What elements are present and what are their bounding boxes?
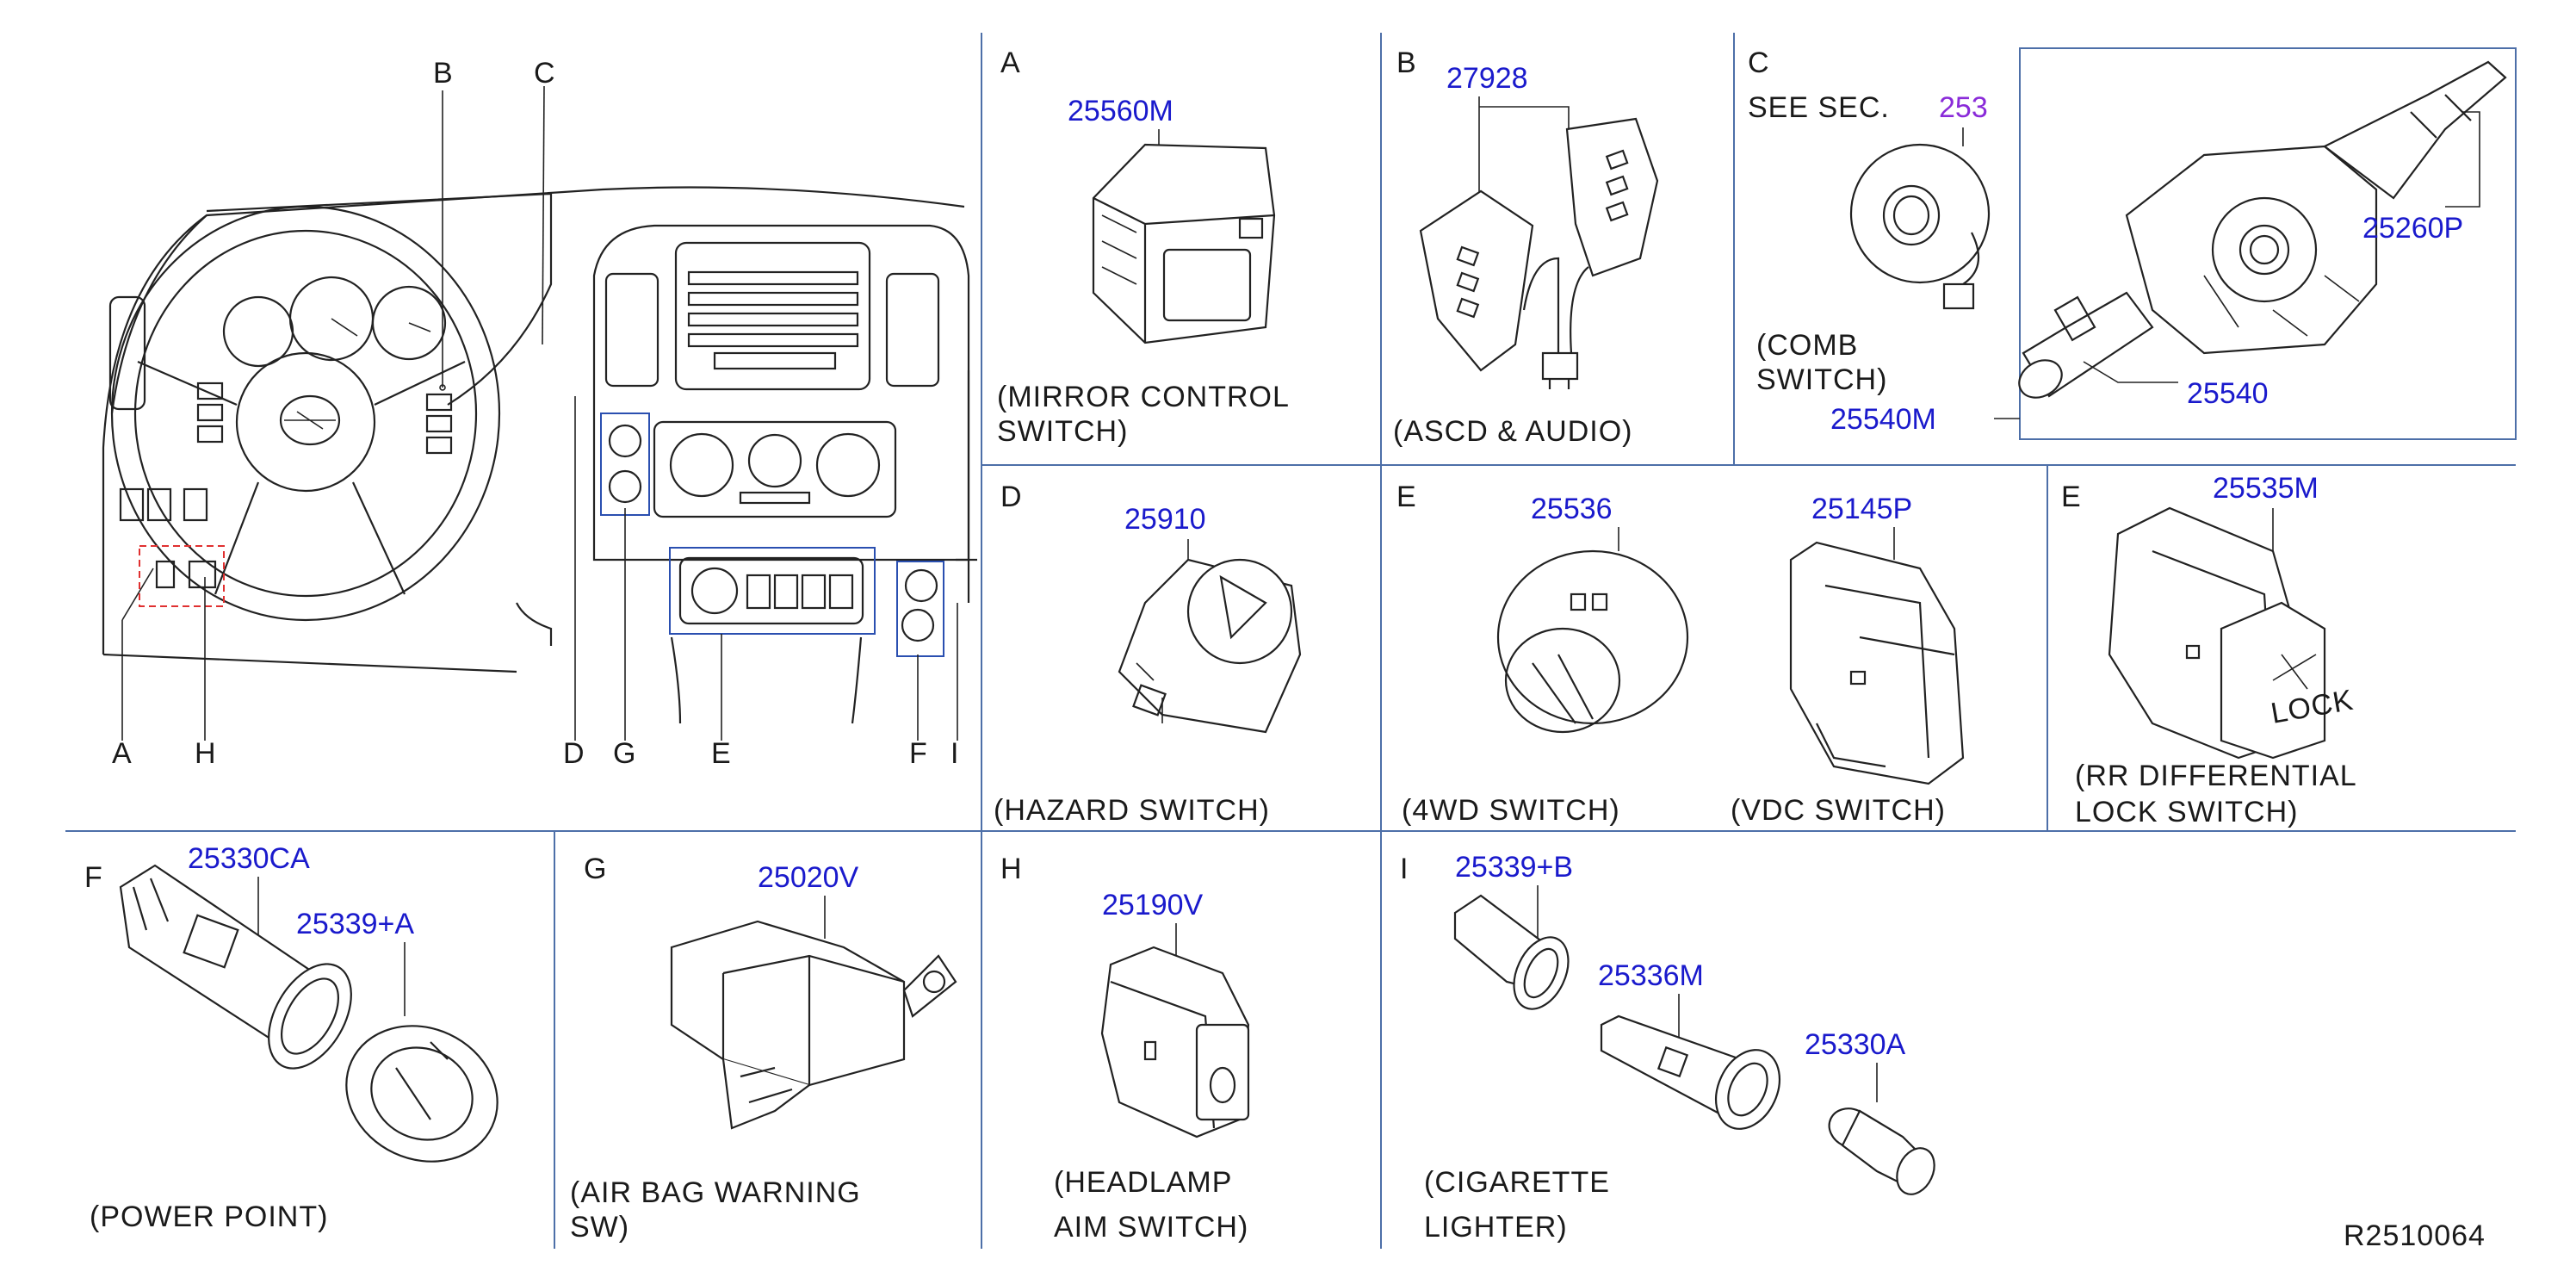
part-number-25540: 25540: [2187, 377, 2269, 410]
4wd-switch-drawing: [1496, 549, 1689, 734]
panel-letter: E: [2061, 481, 2082, 513]
cigarette-lighter-plug-drawing: [1828, 1107, 1935, 1195]
panel-F: F 25330CA 25339+A (POWER POINT): [84, 842, 498, 1233]
panel-C: C SEE SEC. 253 (COMB SWITCH) 25540M: [1748, 47, 2507, 436]
panel-D: D 25910 (HAZARD SWITCH): [994, 481, 1302, 827]
panel-letter: G: [584, 853, 607, 885]
hazard-switch-drawing: [1118, 558, 1302, 734]
callout-F: F: [909, 737, 928, 770]
caption-line-1: (AIR BAG WARNING: [570, 1176, 861, 1209]
callout-C: C: [534, 57, 556, 90]
caption-line-1: (POWER POINT): [90, 1200, 328, 1233]
caption-line-1: (HEADLAMP: [1054, 1166, 1232, 1199]
panel-letter: H: [1000, 853, 1023, 885]
panel-E-diff-lock: E 25535M LOCK (RR DIFFERENTIAL LOCK SWIT…: [2061, 472, 2357, 828]
combination-switch-drawing: [2018, 60, 2507, 399]
caption-vdc: (VDC SWITCH): [1731, 794, 1946, 827]
panel-letter: D: [1000, 481, 1023, 513]
see-section-label: SEE SEC.: [1748, 91, 1890, 124]
caption-4wd: (4WD SWITCH): [1402, 794, 1620, 827]
part-number: 25560M: [1068, 95, 1173, 127]
part-number-25536: 25536: [1531, 493, 1613, 525]
caption-line-1: (HAZARD SWITCH): [994, 794, 1270, 827]
part-number: 27928: [1446, 62, 1528, 95]
spiral-cable-drawing: [1849, 143, 1991, 310]
airbag-warning-switch-drawing: [670, 920, 957, 1130]
part-number-25339+A: 25339+A: [296, 908, 414, 940]
caption-line-1: (ASCD & AUDIO): [1393, 415, 1632, 448]
caption-line-2: AIM SWITCH): [1054, 1211, 1248, 1244]
caption-line-2: SWITCH): [1756, 363, 1887, 396]
panel-letter: E: [1396, 481, 1417, 513]
callout-E: E: [711, 737, 732, 770]
panel-E-4wd-vdc: E 25536 25145P (4WD SWITCH) (VDC SWITCH): [1396, 481, 1965, 827]
caption-line-2: LOCK SWITCH): [2075, 796, 2298, 828]
part-number-25540M: 25540M: [1830, 403, 1936, 436]
callout-I: I: [951, 737, 959, 770]
panel-letter: A: [1000, 47, 1021, 79]
caption-line-2: SW): [570, 1211, 629, 1244]
panel-I: I 25339+B 25336M 25330A (CIGARETTE LIGHT…: [1400, 851, 1935, 1244]
overview-callout-letters: B C A H D G E F I: [112, 57, 959, 770]
part-number-25260P: 25260P: [2362, 212, 2463, 245]
part-number: 25020V: [758, 861, 859, 894]
see-section-number: 253: [1939, 91, 1988, 124]
panel-grid: [65, 33, 2517, 1249]
part-number-25145P: 25145P: [1811, 493, 1912, 525]
panel-letter: F: [84, 861, 103, 894]
caption-line-2: SWITCH): [997, 415, 1128, 448]
steering-switch-drawing: [1419, 117, 1659, 389]
panel-A: A 25560M (MIRROR CONTROL SWITCH): [997, 47, 1290, 448]
part-number-25336M: 25336M: [1598, 959, 1704, 992]
vdc-switch-drawing: [1789, 541, 1965, 785]
part-number-25535M: 25535M: [2213, 472, 2319, 505]
caption-line-1: (MIRROR CONTROL: [997, 381, 1290, 413]
part-number: 25910: [1124, 503, 1206, 536]
dashboard-overview-illustration: [102, 85, 977, 741]
caption-line-2: LIGHTER): [1424, 1211, 1568, 1244]
part-number: 25190V: [1102, 889, 1204, 921]
panel-H: H 25190V (HEADLAMP AIM SWITCH): [1000, 853, 1250, 1244]
callout-A: A: [112, 737, 133, 770]
panel-letter: I: [1400, 853, 1409, 885]
panel-letter: B: [1396, 47, 1417, 79]
callout-G: G: [613, 737, 636, 770]
mirror-control-switch-drawing: [1092, 143, 1276, 344]
panel-G: G 25020V (AIR BAG WARNING SW): [570, 853, 957, 1244]
callout-H: H: [195, 737, 217, 770]
cigarette-lighter-body-drawing: [1600, 1014, 1780, 1130]
panel-B: B 27928 (ASCD & AUDIO): [1393, 47, 1659, 448]
diff-lock-switch-drawing: LOCK: [2108, 506, 2356, 760]
caption-line-1: (CIGARETTE: [1424, 1166, 1610, 1199]
headlamp-aim-switch-drawing: [1100, 946, 1250, 1138]
cigarette-lighter-socket-drawing: [1453, 894, 1570, 1010]
part-number-25339+B: 25339+B: [1455, 851, 1573, 884]
caption-line-1: (RR DIFFERENTIAL: [2075, 760, 2357, 792]
panel-letter: C: [1748, 47, 1770, 79]
diagram-id: R2510064: [2344, 1219, 2486, 1252]
callout-D: D: [563, 737, 585, 770]
part-number-25330CA: 25330CA: [188, 842, 310, 875]
part-number-25330A: 25330A: [1805, 1028, 1906, 1061]
callout-B: B: [433, 57, 454, 90]
power-point-drawing: [119, 864, 498, 1163]
caption-line-1: (COMB: [1756, 329, 1858, 362]
